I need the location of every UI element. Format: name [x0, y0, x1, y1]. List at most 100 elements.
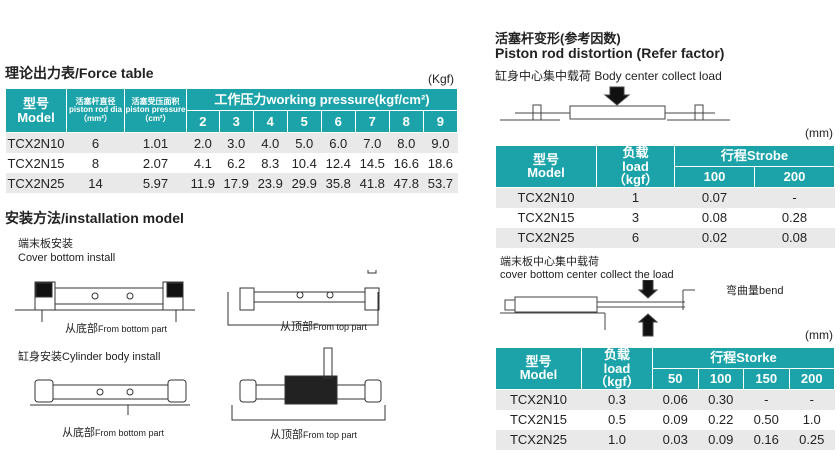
unit-mm-2: (mm)	[805, 328, 833, 342]
rod-cell: 8	[91, 155, 100, 171]
bend-cell: 0.50	[753, 412, 779, 428]
pressure-col-header: 9	[422, 110, 459, 133]
bend-cell: 0.03	[652, 429, 698, 450]
force-cell: 23.9	[253, 173, 288, 193]
force-cell: 8.3	[261, 155, 280, 171]
load-cell: 0.3	[581, 389, 653, 410]
force-cell: 3.0	[219, 132, 254, 153]
load-cell: 6	[596, 227, 675, 248]
model-cell: TCX2N25	[5, 173, 67, 193]
hdr-pressure: 工作压力working pressure(kgf/cm²)	[186, 88, 458, 111]
force-cell: 5.0	[287, 132, 322, 153]
pressure-col-header: 3	[218, 110, 254, 133]
from-bottom-label-2: 从底部From bottom part	[62, 427, 165, 439]
stroke-col-header: 200	[788, 367, 835, 390]
force-cell: 11.9	[186, 173, 220, 193]
bend-cell: 0.22	[708, 412, 734, 428]
t2-hdr-stroke: 行程Storke	[652, 347, 835, 369]
stroke-col-header: 50	[652, 367, 699, 390]
bend-cell: 0.16	[743, 429, 789, 450]
load-cell: 1.0	[581, 429, 653, 450]
cover-top-diagram	[227, 270, 380, 326]
force-cell: 35.8	[321, 173, 356, 193]
stroke-col-header: 200	[753, 165, 836, 188]
force-cell: 53.7	[423, 173, 458, 193]
bend-cell: 0.30	[698, 389, 744, 410]
force-cell: 9.0	[423, 132, 458, 153]
force-cell: 6.2	[227, 155, 246, 171]
bend-cell: 0.02	[674, 227, 755, 248]
body-load-label: 缸身中心集中载荷 Body center collect load	[495, 69, 722, 83]
model-cell: TCX2N15	[509, 412, 568, 428]
pressure-col-header: 8	[388, 110, 424, 133]
force-cell: 12.4	[325, 155, 351, 171]
force-cell: 16.6	[393, 155, 419, 171]
area-cell: 2.07	[142, 155, 169, 171]
bend-label: 弯曲量bend	[726, 285, 784, 297]
body-load-diagram	[500, 86, 730, 121]
from-bottom-label-1: 从底部From bottom part	[65, 323, 168, 335]
pressure-col-header: 2	[186, 110, 220, 133]
stroke-col-header: 150	[743, 367, 790, 390]
force-cell: 8.0	[389, 132, 424, 153]
model-cell: TCX2N15	[517, 210, 575, 226]
force-cell: 4.0	[253, 132, 288, 153]
body-bottom-diagram	[30, 379, 190, 415]
bend-cell: -	[789, 389, 835, 410]
from-top-label-1: 从顶部From top part	[280, 321, 368, 333]
force-cell: 7.0	[355, 132, 390, 153]
model-cell: TCX2N25	[495, 227, 597, 248]
force-cell: 2.0	[186, 132, 220, 153]
rod-cell: 14	[66, 173, 125, 193]
area-cell: 5.97	[124, 173, 187, 193]
force-cell: 14.5	[359, 155, 385, 171]
force-cell: 10.4	[291, 155, 317, 171]
cylinder-install-label: 缸身安装Cylinder body install	[18, 351, 161, 363]
model-cell: TCX2N10	[495, 389, 582, 410]
model-cell: TCX2N10	[495, 187, 597, 208]
t1-hdr-stroke: 行程Strobe	[674, 145, 835, 167]
bend-cell: 0.07	[674, 187, 755, 208]
cover-bottom-diagram	[15, 281, 195, 322]
force-unit: (Kgf)	[428, 72, 455, 86]
installation-diagrams	[15, 270, 386, 421]
stroke-col-header: 100	[697, 367, 744, 390]
model-cell: TCX2N15	[7, 155, 65, 171]
install-title: 安装方法/installation model	[5, 210, 184, 226]
model-cell: TCX2N25	[495, 429, 582, 450]
pressure-col-header: 7	[354, 110, 390, 133]
force-cell: 29.9	[287, 173, 322, 193]
rod-cell: 6	[66, 132, 125, 153]
force-cell: 47.8	[389, 173, 424, 193]
bend-cell: 0.08	[701, 210, 728, 226]
bend-cell: 0.25	[789, 429, 835, 450]
force-table-title: 理论出力表/Force table	[5, 65, 154, 81]
unit-mm-1: (mm)	[805, 126, 833, 140]
cover-load-diagram	[500, 280, 695, 337]
distortion-title-en: Piston rod distortion (Refer factor)	[495, 45, 725, 61]
force-cell: 41.8	[355, 173, 390, 193]
pressure-col-header: 4	[252, 110, 288, 133]
pressure-col-header: 6	[320, 110, 356, 133]
bend-cell: 0.09	[662, 412, 688, 428]
force-cell: 6.0	[321, 132, 356, 153]
